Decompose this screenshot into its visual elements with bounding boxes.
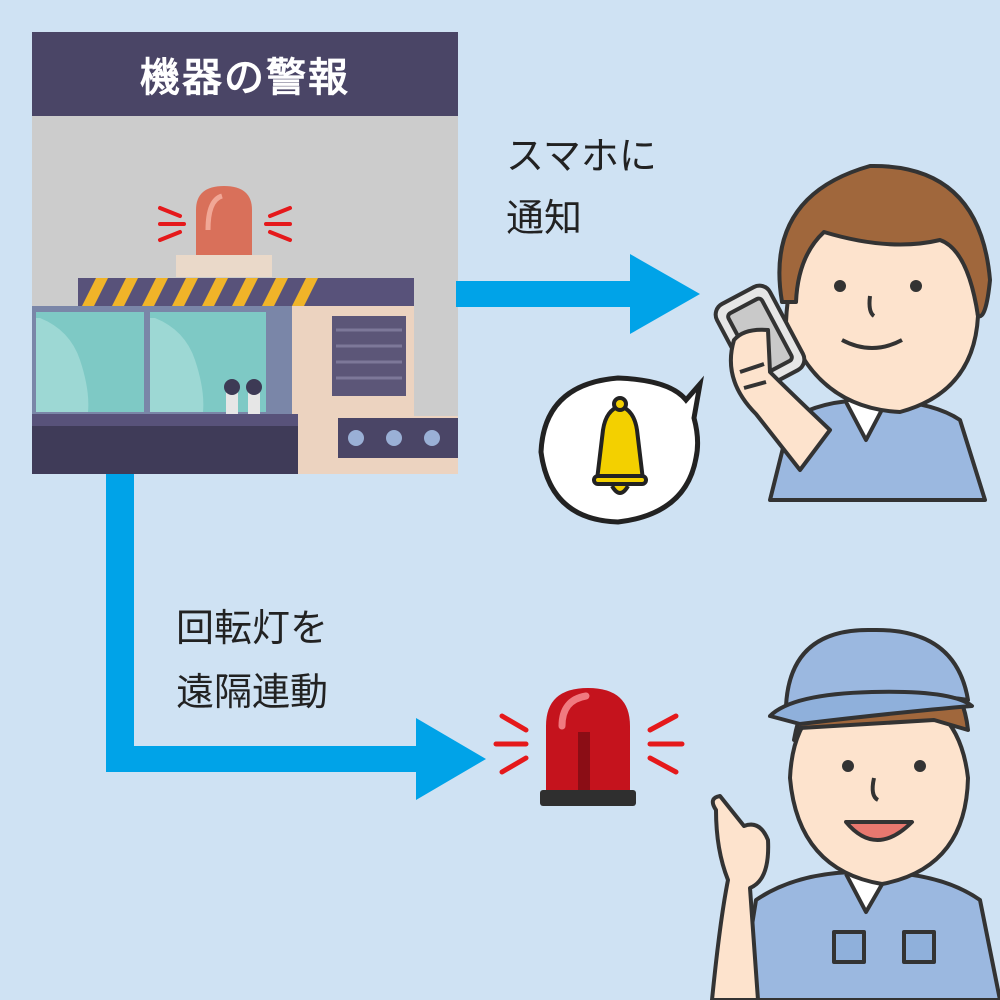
beacon-notice-line1: 回転灯を [176, 606, 329, 650]
smartphone-notice-line1: スマホに [506, 134, 657, 178]
smartphone-notice-line2: 通知 [506, 196, 583, 240]
beacon-notice-line2: 遠隔連動 [176, 670, 329, 714]
rotating-beacon-icon [493, 688, 685, 806]
machine-panel [32, 116, 458, 474]
person-with-smartphone [713, 163, 992, 502]
warning-lamp-icon [158, 186, 292, 277]
arrow-to-beacon [106, 474, 486, 800]
bell-icon [538, 375, 705, 525]
panel-title: 機器の警報 [32, 32, 458, 116]
arrow-to-smartphone [456, 254, 700, 334]
worker-with-cap [710, 627, 1000, 1000]
